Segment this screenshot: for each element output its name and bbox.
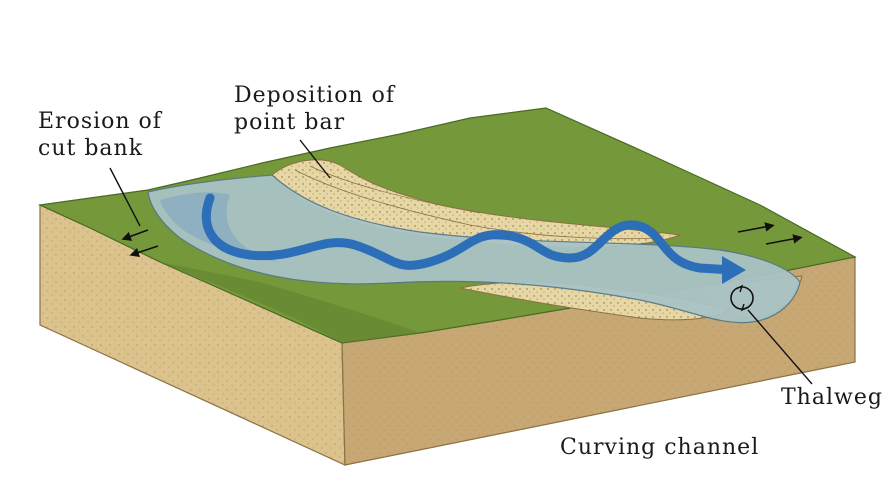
- thalweg-leader-line: [747, 309, 813, 385]
- grass-shade: [160, 262, 420, 343]
- diagram-caption: Curving channel: [560, 435, 760, 460]
- erosion-label-line2: cut bank: [38, 136, 144, 161]
- erosion-arrow-2: [129, 245, 159, 258]
- deposition-label-line1: Deposition of: [234, 83, 395, 108]
- river-water: [147, 174, 801, 324]
- deposition-leader-line: [299, 139, 331, 179]
- cut-bank-leader-line: [109, 167, 141, 227]
- erosion-arrow-1: [121, 229, 149, 241]
- erosion-label-line1: Erosion of: [38, 109, 162, 134]
- flow-arrow: [201, 193, 737, 275]
- thalweg-swirl: [730, 284, 754, 312]
- flow-arrow-head: [722, 256, 746, 284]
- erosion-arrow-4: [765, 234, 803, 245]
- deep-channel-zone: [160, 192, 280, 262]
- erosion-label: Erosion of cut bank: [38, 108, 162, 162]
- erosion-arrow-3: [737, 222, 775, 233]
- thalweg-label: Thalweg: [781, 385, 883, 410]
- deposition-label-line2: point bar: [234, 110, 346, 135]
- deposition-label: Deposition of point bar: [234, 82, 395, 136]
